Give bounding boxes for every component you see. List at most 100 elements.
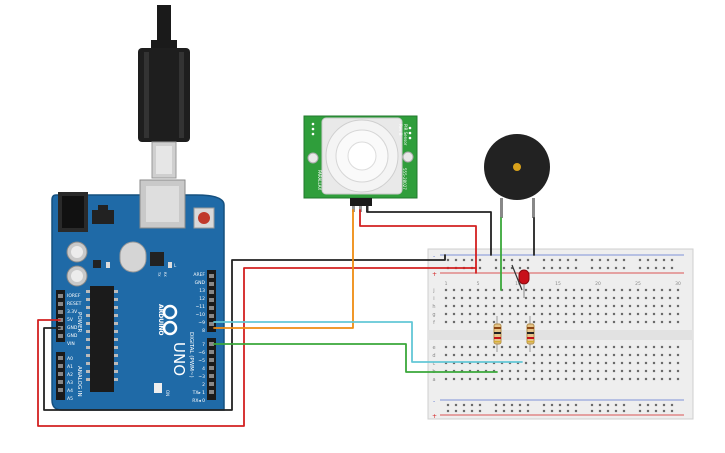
breadboard-hole — [572, 312, 576, 316]
breadboard-hole — [452, 296, 456, 300]
arduino-brand-label: ARDUINO — [157, 304, 164, 335]
pin-rx-label: RX◂ 0 — [192, 398, 205, 404]
row-label-c: c — [433, 361, 436, 367]
breadboard-hole — [492, 369, 496, 373]
pin-gnd1-label: GND — [67, 325, 78, 331]
breadboard-hole — [492, 288, 496, 292]
breadboard-hole — [574, 409, 578, 413]
pin-3v3-label: 3.3V — [67, 309, 78, 315]
svg-text:-: - — [433, 398, 435, 405]
breadboard-hole — [604, 377, 608, 381]
breadboard-hole — [644, 361, 648, 365]
breadboard-hole — [500, 345, 504, 349]
breadboard-hole — [494, 409, 498, 413]
breadboard-hole — [524, 345, 528, 349]
power-header-label: POWER — [76, 312, 82, 333]
breadboard-hole — [644, 353, 648, 357]
breadboard-hole — [484, 312, 488, 316]
breadboard-hole — [542, 403, 546, 407]
breadboard-hole — [500, 369, 504, 373]
breadboard-hole — [484, 296, 488, 300]
pin-10-label: ~10 — [196, 312, 206, 318]
breadboard-hole — [460, 369, 464, 373]
breadboard-hole — [468, 361, 472, 365]
breadboard-hole — [612, 345, 616, 349]
breadboard-hole — [470, 409, 474, 413]
breadboard-hole — [676, 288, 680, 292]
breadboard-hole — [638, 409, 642, 413]
breadboard-hole — [556, 361, 560, 365]
breadboard-hole — [492, 296, 496, 300]
pin-a5-label: A5 — [67, 396, 73, 402]
breadboard-hole — [574, 258, 578, 262]
breadboard-hole — [628, 369, 632, 373]
breadboard-hole — [532, 304, 536, 308]
breadboard-hole — [638, 266, 642, 270]
breadboard-hole — [654, 409, 658, 413]
breadboard-hole — [620, 288, 624, 292]
breadboard-hole — [636, 377, 640, 381]
breadboard-hole — [508, 361, 512, 365]
breadboard-hole — [484, 361, 488, 365]
breadboard-hole — [550, 403, 554, 407]
breadboard-hole — [638, 258, 642, 262]
breadboard-hole — [532, 312, 536, 316]
breadboard-hole — [620, 304, 624, 308]
pin-4-label: 4 — [202, 366, 205, 372]
wire-pir-vcc-red — [359, 209, 477, 269]
breadboard-hole — [628, 345, 632, 349]
breadboard-hole — [500, 320, 504, 324]
pin-13-label: 13 — [199, 288, 205, 294]
breadboard-hole — [518, 403, 522, 407]
breadboard-hole — [670, 258, 674, 262]
breadboard-hole — [644, 345, 648, 349]
breadboard-hole — [558, 403, 562, 407]
breadboard-hole — [654, 403, 658, 407]
breadboard-hole — [508, 377, 512, 381]
breadboard-hole — [628, 353, 632, 357]
breadboard-hole — [454, 258, 458, 262]
breadboard-hole — [444, 377, 448, 381]
breadboard: - + - + j i h g f e d c b a 1 5 10 15 20… — [427, 248, 694, 420]
breadboard-hole — [606, 409, 610, 413]
breadboard-hole — [510, 258, 514, 262]
breadboard-hole — [476, 296, 480, 300]
breadboard-hole — [580, 320, 584, 324]
breadboard-hole — [620, 369, 624, 373]
pin-3-label: ~3 — [198, 374, 205, 380]
breadboard-hole — [476, 304, 480, 308]
breadboard-hole — [532, 377, 536, 381]
breadboard-hole — [524, 353, 528, 357]
row-label-e: e — [432, 345, 435, 351]
breadboard-hole — [524, 361, 528, 365]
breadboard-hole — [564, 296, 568, 300]
breadboard-hole — [564, 320, 568, 324]
pin-5v-label: 5V — [67, 317, 74, 323]
breadboard-hole — [452, 304, 456, 308]
breadboard-hole — [470, 403, 474, 407]
breadboard-hole — [556, 312, 560, 316]
breadboard-hole — [668, 369, 672, 373]
breadboard-hole — [502, 403, 506, 407]
breadboard-hole — [588, 369, 592, 373]
breadboard-hole — [492, 312, 496, 316]
breadboard-hole — [622, 403, 626, 407]
wires — [37, 205, 535, 427]
breadboard-hole — [636, 288, 640, 292]
breadboard-hole — [492, 320, 496, 324]
breadboard-hole — [476, 369, 480, 373]
breadboard-hole — [676, 304, 680, 308]
breadboard-hole — [580, 377, 584, 381]
breadboard-hole — [564, 361, 568, 365]
breadboard-hole — [588, 320, 592, 324]
breadboard-hole — [556, 369, 560, 373]
breadboard-hole — [644, 288, 648, 292]
breadboard-hole — [468, 304, 472, 308]
breadboard-hole — [532, 361, 536, 365]
breadboard-hole — [652, 361, 656, 365]
breadboard-hole — [606, 266, 610, 270]
breadboard-hole — [668, 288, 672, 292]
breadboard-hole — [644, 304, 648, 308]
breadboard-hole — [596, 369, 600, 373]
wire-cyan — [213, 321, 523, 363]
